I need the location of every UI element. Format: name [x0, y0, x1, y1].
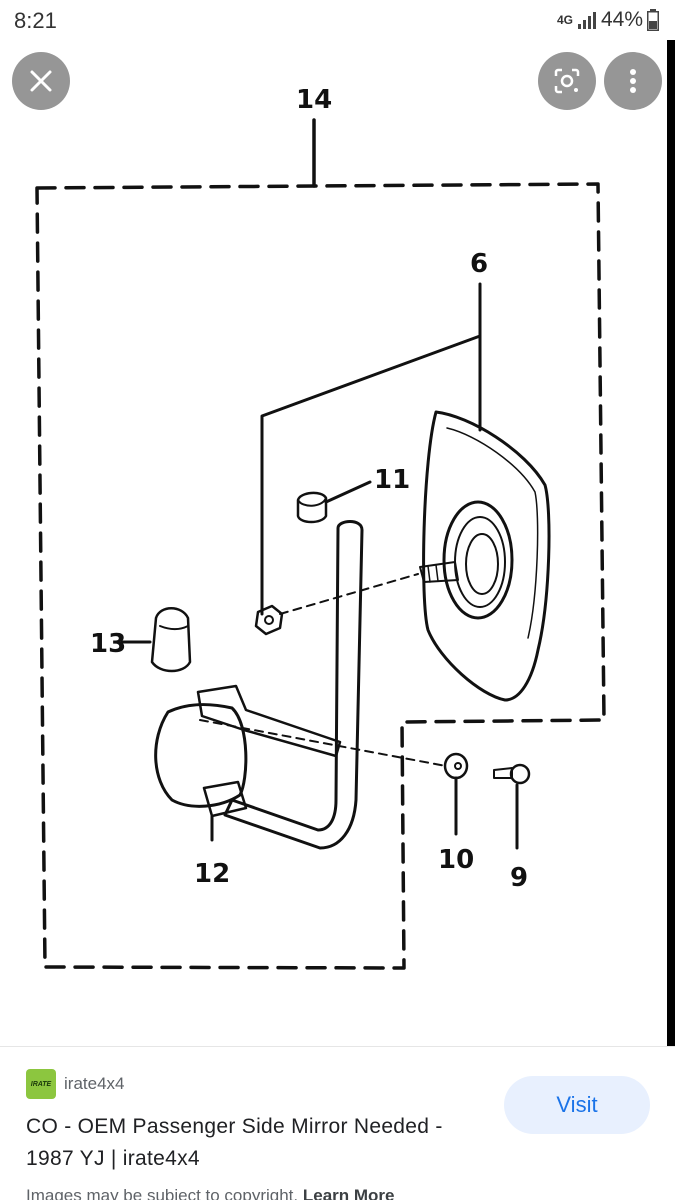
lens-search-button[interactable] — [538, 52, 596, 110]
callout-11: 11 — [374, 465, 410, 495]
result-title[interactable]: CO - OEM Passenger Side Mirror Needed - … — [26, 1115, 443, 1170]
status-bar: 8:21 4G 44% — [0, 0, 675, 40]
part-nut — [254, 604, 284, 636]
close-icon — [30, 70, 52, 92]
close-button[interactable] — [12, 52, 70, 110]
callout-14: 14 — [296, 85, 332, 115]
callout-9: 9 — [510, 863, 528, 893]
part-11-cap — [296, 491, 328, 524]
callout-10: 10 — [438, 845, 474, 875]
source-name: irate4x4 — [64, 1074, 125, 1093]
copyright-disclaimer: Images may be subject to copyright. Lear… — [26, 1186, 395, 1200]
more-vert-icon — [630, 69, 636, 93]
source-row[interactable]: IRATE irate4x4 — [26, 1069, 124, 1099]
lens-icon — [554, 68, 580, 94]
part-13-clip — [150, 607, 192, 673]
battery-icon — [647, 9, 659, 31]
image-viewer[interactable]: 14 6 11 13 12 10 9 — [0, 40, 667, 1046]
mirror-parts-diagram: 14 6 11 13 12 10 9 — [35, 85, 606, 970]
mirror-head — [422, 410, 551, 702]
mirror-arm — [223, 520, 364, 850]
network-label: 4G — [556, 13, 573, 27]
assembly-outline — [35, 182, 606, 970]
part-12-bracket — [154, 703, 248, 808]
callout-6: 6 — [470, 249, 488, 279]
disclaimer-text: Images may be subject to copyright. — [26, 1186, 299, 1200]
part-9-screw — [493, 767, 513, 779]
site-favicon: IRATE — [26, 1069, 56, 1099]
status-icons: 4G 44% — [557, 8, 659, 32]
learn-more-link[interactable]: Learn More — [302, 1186, 395, 1200]
battery-percent: 44% — [600, 8, 643, 31]
favicon-text: IRATE — [30, 1080, 52, 1088]
signal-icon — [577, 12, 596, 29]
status-time: 8:21 — [14, 8, 57, 33]
visit-button[interactable]: Visit — [504, 1076, 650, 1134]
more-options-button[interactable] — [604, 52, 662, 110]
callout-13: 13 — [90, 629, 126, 659]
callout-12: 12 — [194, 859, 230, 889]
